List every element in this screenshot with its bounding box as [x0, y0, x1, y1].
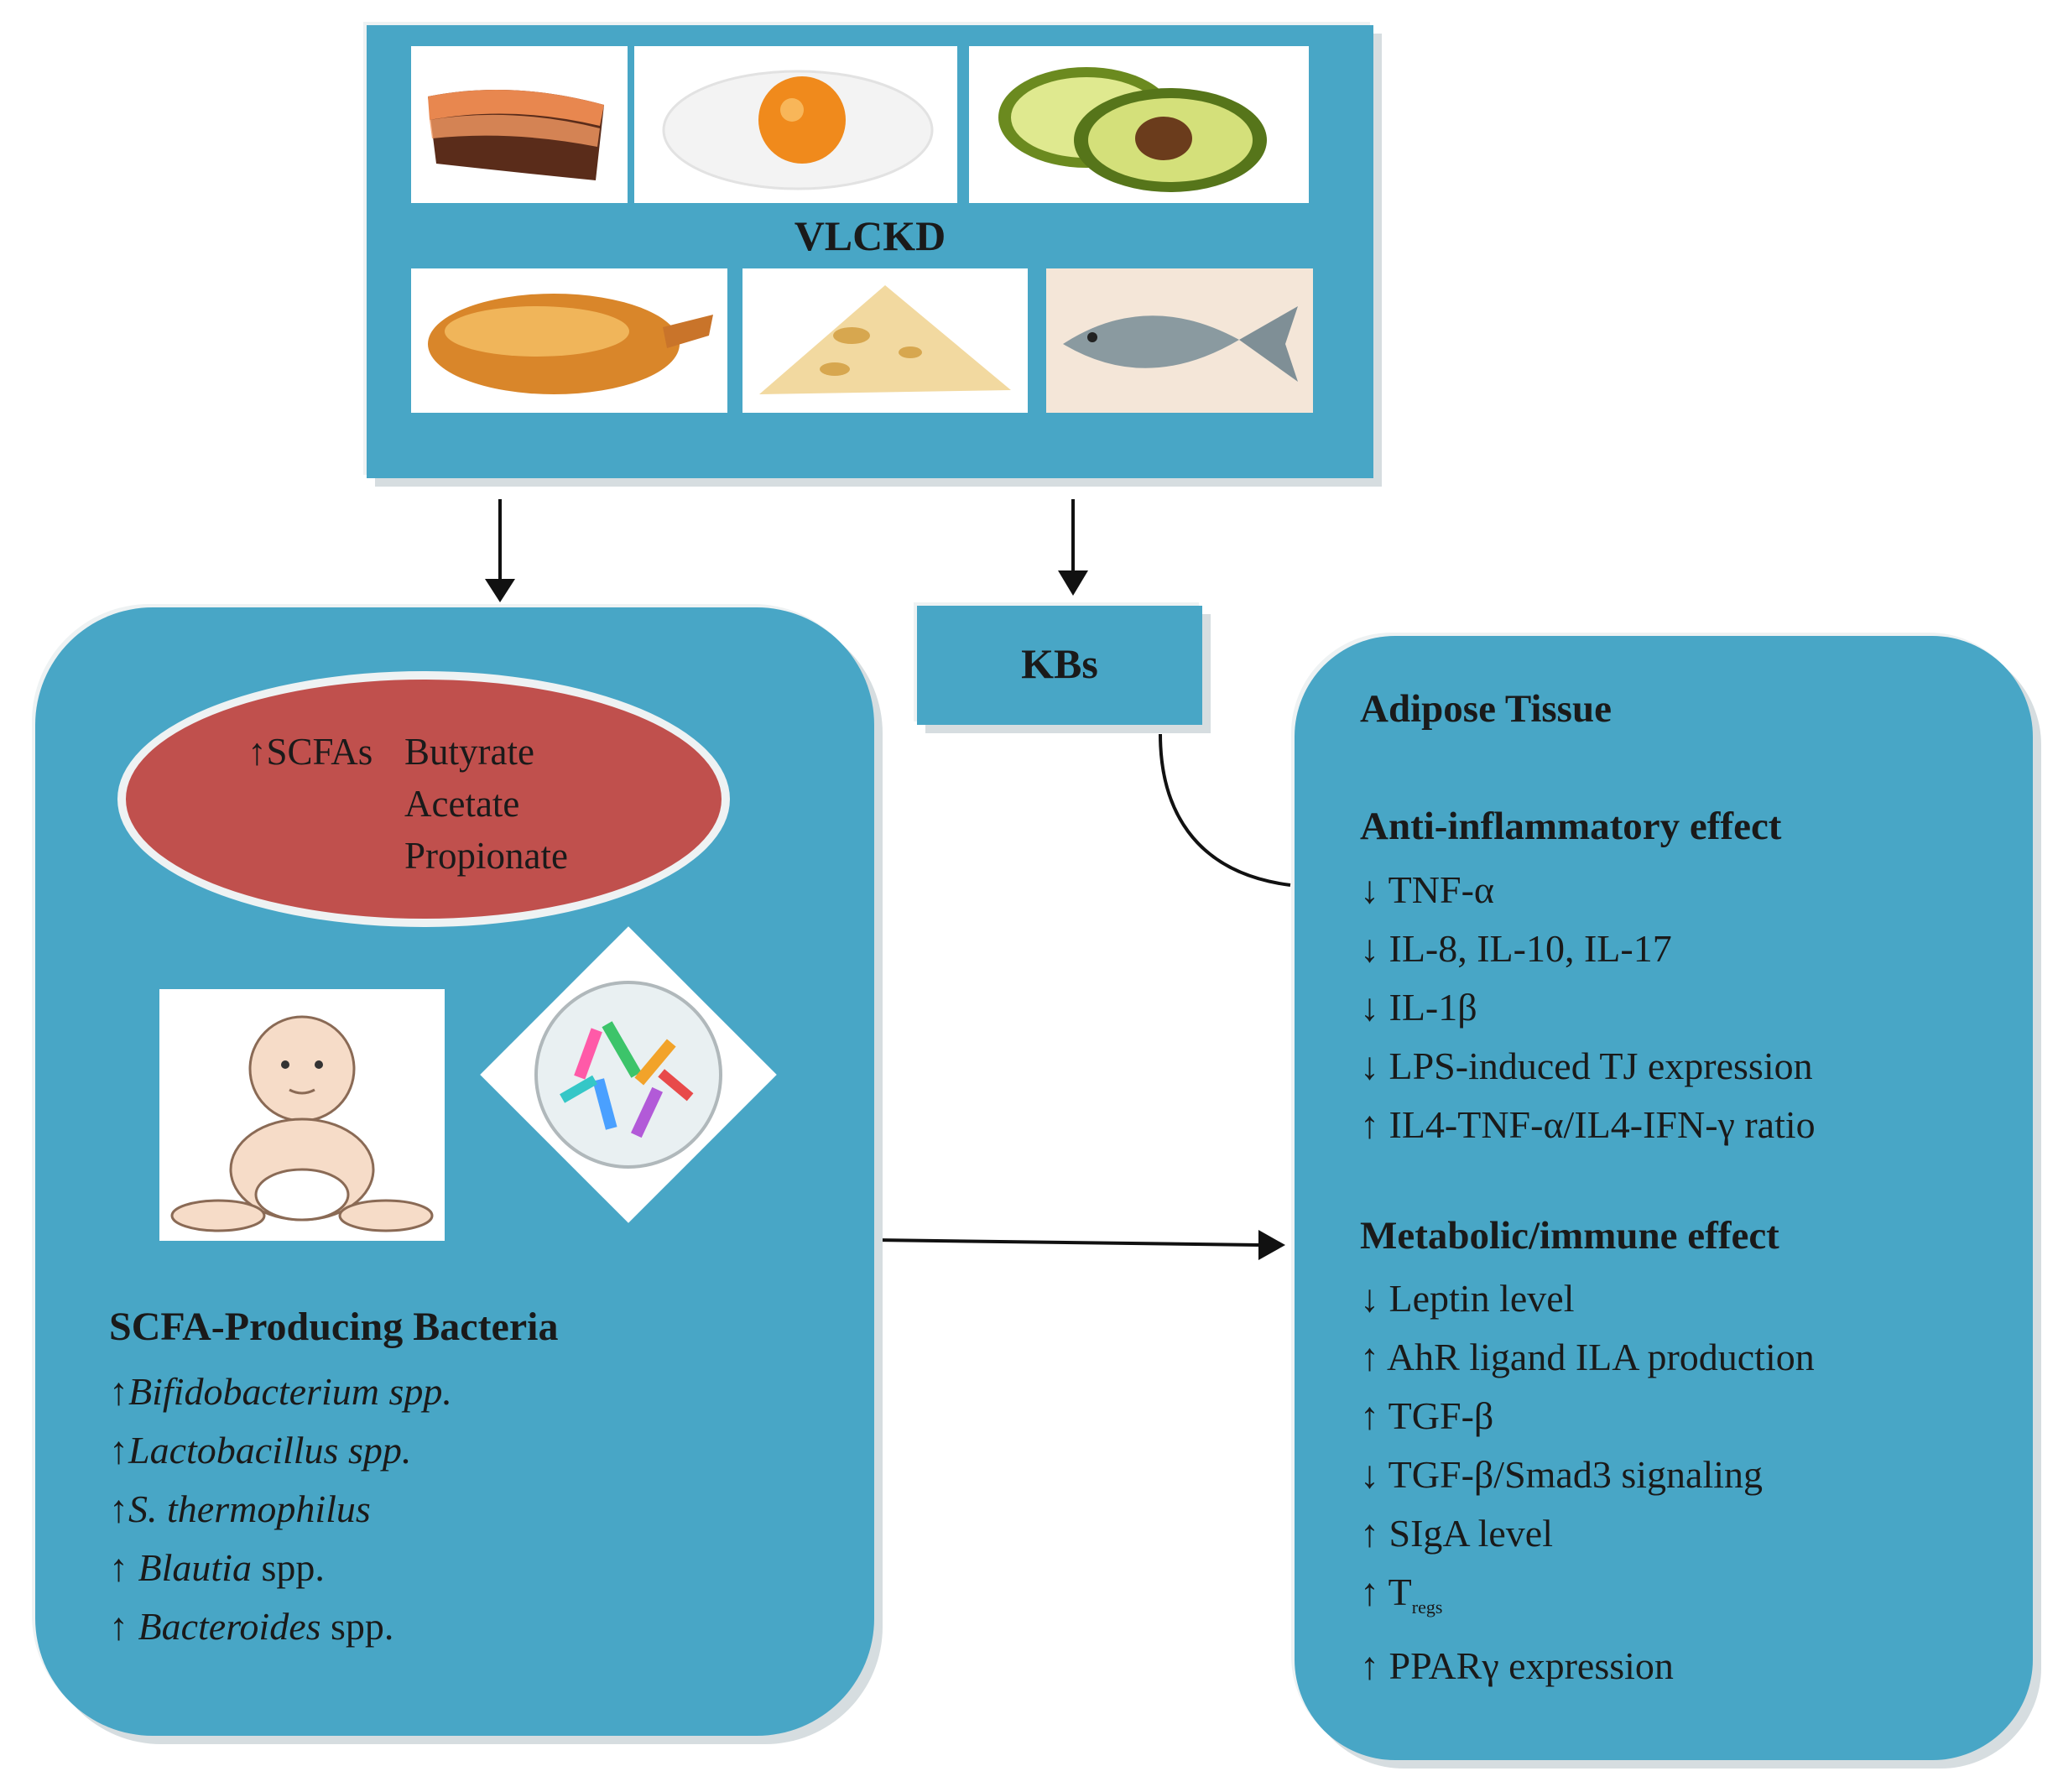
list-item: ↓ IL-8, IL-10, IL-17 [1360, 927, 1672, 970]
list-item: ↑Lactobacillus spp. [109, 1421, 452, 1480]
bacteria-suffix: spp. [251, 1546, 325, 1589]
arrow-up: ↑ [109, 1370, 128, 1413]
list-item: ↑ Blautia spp. [109, 1539, 452, 1597]
list-item: ↓ TGF-β/Smad3 signaling [1360, 1453, 1764, 1496]
treg-label: ↑ T [1360, 1571, 1412, 1613]
list-item: ↓ TNF-α [1360, 868, 1494, 911]
adipose-title: Adipose Tissue [1360, 687, 1612, 731]
kbs-box: KBs [917, 606, 1202, 725]
arrow-up: ↑ [109, 1605, 138, 1648]
cheese-icon [742, 268, 1028, 413]
scfa-oval: ↑SCFAs Butyrate Acetate Propionate [117, 671, 730, 927]
bacteria-suffix: spp. [320, 1605, 394, 1648]
scfa-propionate: Propionate [404, 835, 568, 877]
diet-title: VLCKD [794, 212, 946, 259]
list-item: ↑ Bacteroides spp. [109, 1597, 452, 1656]
metabolic-immune-list: ↓ Leptin level ↑ AhR ligand ILA producti… [1360, 1269, 1815, 1696]
bacteria-name: Lactobacillus spp. [128, 1429, 412, 1472]
arrow-up: ↑ [109, 1487, 128, 1530]
diet-box: VLCKD [367, 25, 1373, 478]
scfa-butyrate: Butyrate [404, 731, 534, 773]
fried-egg-icon [634, 46, 957, 203]
bacteria-name: S. thermophilus [128, 1487, 371, 1530]
bacteria-list: ↑Bifidobacterium spp. ↑Lactobacillus spp… [109, 1362, 452, 1656]
scfa-prefix: ↑SCFAs [247, 731, 373, 773]
list-item: ↑Bifidobacterium spp. [109, 1362, 452, 1421]
list-item: ↑ IL4-TNF-α/IL4-IFN-γ ratio [1360, 1103, 1816, 1146]
avocado-icon [969, 46, 1309, 203]
list-item: ↑S. thermophilus [109, 1480, 452, 1539]
arrow-up: ↑ [109, 1546, 138, 1589]
bacteria-name: Bifidobacterium spp. [128, 1370, 452, 1413]
list-item: ↓ IL-1β [1360, 986, 1477, 1029]
bacteria-name: Bacteroides [138, 1605, 321, 1648]
list-item: ↓ Leptin level [1360, 1277, 1575, 1320]
list-item: ↑ TGF-β [1360, 1394, 1494, 1437]
arrow-up: ↑ [109, 1429, 128, 1472]
anti-inflammatory-heading: Anti-inflammatory effect [1360, 805, 1782, 848]
gut-box: ↑SCFAs Butyrate Acetate Propionate SCFA-… [35, 607, 874, 1736]
list-item: ↑ Tregs [1360, 1563, 1815, 1637]
list-item: ↓ LPS-induced TJ expression [1360, 1044, 1813, 1087]
scfa-acetate: Acetate [404, 783, 520, 825]
treg-subscript: regs [1411, 1597, 1443, 1618]
kbs-label: KBs [1021, 640, 1098, 687]
list-item: ↑ AhR ligand ILA production [1360, 1336, 1815, 1378]
salmon-icon [411, 46, 628, 203]
list-item: ↑ SIgA level [1360, 1512, 1553, 1555]
bacteria-name: Blautia [138, 1546, 252, 1589]
arrow-gut-to-adipose [874, 1238, 1259, 1247]
bacteria-dish-icon [480, 926, 777, 1223]
curve-kbs-to-adipose [1159, 733, 1291, 887]
bacteria-heading: SCFA-Producing Bacteria [109, 1305, 559, 1349]
roast-chicken-icon [411, 268, 727, 413]
metabolic-immune-heading: Metabolic/immune effect [1360, 1214, 1779, 1258]
adipose-box: Adipose Tissue Anti-inflammatory effect … [1295, 636, 2033, 1760]
baby-icon [159, 989, 445, 1241]
fish-icon [1046, 268, 1313, 413]
anti-inflammatory-list: ↓ TNF-α ↓ IL-8, IL-10, IL-17 ↓ IL-1β ↓ L… [1360, 861, 1816, 1154]
list-item: ↑ PPARγ expression [1360, 1644, 1674, 1688]
